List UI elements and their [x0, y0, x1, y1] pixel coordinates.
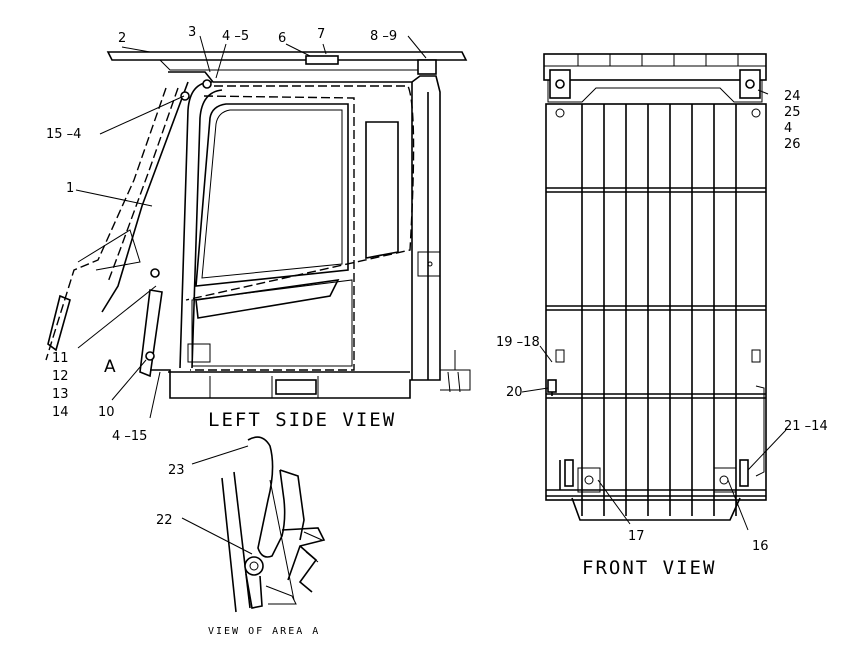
callout-6: 6: [278, 31, 286, 46]
callout-4-5: 4 –5: [222, 29, 249, 44]
callout-11: 11: [52, 351, 69, 366]
callout-25: 25: [784, 105, 801, 120]
callout-12: 12: [52, 369, 69, 384]
callout-23: 23: [168, 463, 185, 478]
callout-16: 16: [752, 539, 769, 554]
callout-17: 17: [628, 529, 645, 544]
callout-20: 20: [506, 385, 523, 400]
callout-10: 10: [98, 405, 115, 420]
callout-19-18: 19 –18: [496, 335, 540, 350]
callout-2: 2: [118, 31, 126, 46]
callout-4: 4: [784, 121, 792, 136]
callout-15-4: 15 –4: [46, 127, 81, 142]
area-a-view-title: VIEW OF AREA A: [208, 626, 320, 637]
area-a-view: [181, 436, 326, 613]
callout-7: 7: [317, 27, 325, 42]
front-view: [521, 53, 787, 531]
callout-labels: 2 3 4 –5 6 7 8 –9 15 –4 1 11 12 13 14 10…: [46, 25, 828, 637]
left-side-view-title: LEFT SIDE VIEW: [208, 409, 396, 431]
callout-24: 24: [784, 89, 801, 104]
callout-13: 13: [52, 387, 69, 402]
callout-8-9: 8 –9: [370, 29, 397, 44]
callout-1: 1: [66, 181, 74, 196]
callout-14: 14: [52, 405, 69, 420]
callout-22: 22: [156, 513, 173, 528]
area-a-marker: A: [104, 357, 116, 377]
callout-4-15: 4 –15: [112, 429, 147, 444]
callout-3: 3: [188, 25, 196, 40]
callout-21-14: 21 –14: [784, 419, 828, 434]
callout-26: 26: [784, 137, 801, 152]
left-side-view: [45, 35, 471, 419]
front-view-title: FRONT VIEW: [582, 557, 716, 579]
